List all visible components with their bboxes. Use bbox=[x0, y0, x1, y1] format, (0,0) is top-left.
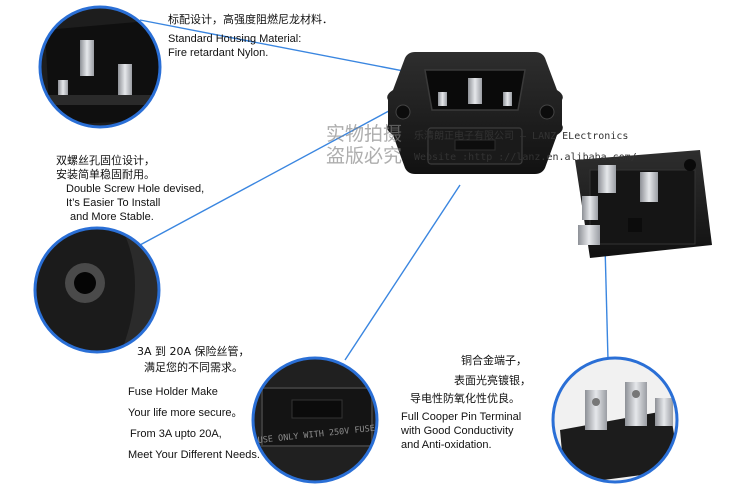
terminal-tab-3 bbox=[582, 196, 598, 220]
watermark-stamp-line2: 盗版必究 bbox=[326, 145, 403, 167]
callout-fuse-closeup: USE ONLY WITH 250V FUSE bbox=[251, 356, 379, 484]
callout-screw-hole-closeup bbox=[33, 226, 161, 354]
caption-screw-zh-line1: 双螺丝孔固位设计， bbox=[56, 154, 155, 167]
caption-fuse-zh-line2: 满足您的不同需求。 bbox=[144, 361, 243, 374]
pin-earth bbox=[468, 78, 482, 104]
watermark-stamp-line1: 实物拍摄 bbox=[326, 123, 403, 145]
pin-neutral bbox=[503, 92, 512, 106]
watermark-website: Website :http ://lanz.en.alibaba.com/ bbox=[414, 152, 637, 163]
caption-fuse-en-line2: Your life more secure。 bbox=[128, 407, 243, 419]
terminal-tab-4 bbox=[578, 225, 600, 245]
callout-terminal-closeup bbox=[551, 356, 679, 484]
caption-terminal-zh-line1: 铜合金端子， bbox=[461, 354, 527, 367]
caption-screw-en-line2: It’s Easier To Install bbox=[66, 197, 161, 209]
caption-terminal-en-line2: with Good Conductivity bbox=[401, 425, 514, 437]
caption-terminal-zh-line3: 导电性防氧化性优良。 bbox=[410, 392, 520, 405]
watermark-company: 乐清朗正电子有限公司 — LANZ ELectronics bbox=[414, 131, 629, 142]
caption-fuse-en-line4: Meet Your Different Needs. bbox=[128, 449, 260, 461]
terminal-tab-1 bbox=[598, 165, 616, 193]
caption-terminal-en-line3: and Anti-oxidation. bbox=[401, 439, 492, 451]
caption-terminal-en-line1: Full Cooper Pin Terminal bbox=[401, 411, 522, 423]
caption-screw-zh-line2: 安装简单稳固耐用。 bbox=[56, 168, 155, 181]
caption-fuse-zh-line1: 3A 到 20A 保险丝管， bbox=[137, 345, 250, 358]
caption-terminal-zh-line2: 表面光亮镀银， bbox=[454, 374, 531, 387]
caption-housing-zh: 标配设计，高强度阻燃尼龙材料． bbox=[168, 13, 333, 26]
caption-fuse-en-line1: Fuse Holder Make bbox=[128, 386, 218, 398]
pin-line bbox=[438, 92, 447, 106]
iec-socket-front-view bbox=[387, 52, 563, 174]
callout-housing-closeup bbox=[38, 5, 162, 129]
caption-fuse-en-line3: From 3A upto 20A, bbox=[130, 428, 222, 440]
caption-housing-en-line1: Standard Housing Material: bbox=[168, 33, 302, 45]
iec-socket-rear-view bbox=[575, 150, 712, 258]
caption-screw-en-line1: Double Screw Hole devised, bbox=[66, 183, 205, 195]
screw-hole-right bbox=[539, 104, 555, 120]
leader-line-fuse bbox=[344, 184, 461, 361]
caption-screw-en-line3: and More Stable. bbox=[70, 211, 154, 223]
leader-lines bbox=[139, 19, 609, 361]
screw-hole-left bbox=[395, 104, 411, 120]
leader-line-screw bbox=[139, 104, 401, 246]
leader-line-housing bbox=[139, 19, 451, 81]
leader-line-terminal bbox=[604, 244, 609, 361]
caption-housing-en-line2: Fire retardant Nylon. bbox=[168, 47, 269, 59]
terminal-tab-2 bbox=[640, 172, 658, 202]
